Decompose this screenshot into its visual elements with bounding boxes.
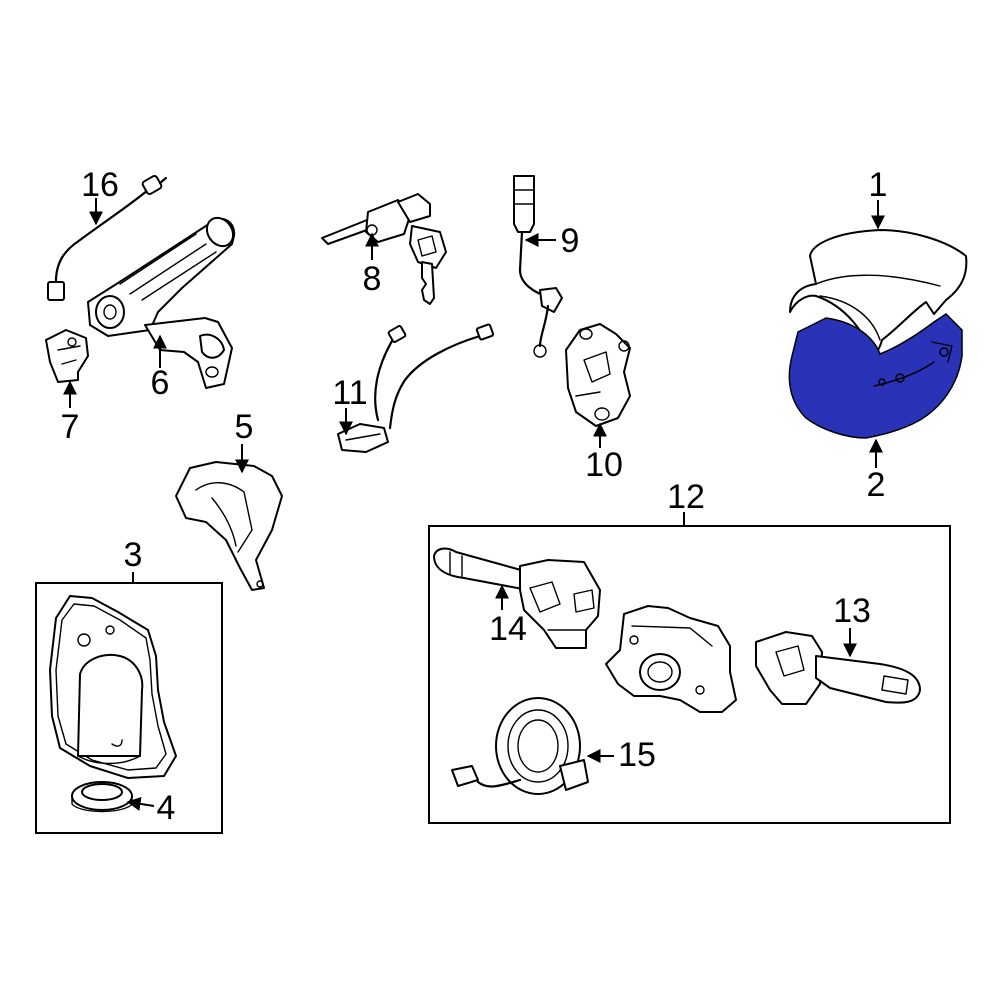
callout-label-16: 16 xyxy=(81,166,119,204)
callout-label-14: 14 xyxy=(489,610,527,648)
wiper-switch-icon xyxy=(755,631,921,705)
callout-label-3: 3 xyxy=(124,536,143,574)
callout-label-8: 8 xyxy=(363,260,382,298)
lock-housing-icon xyxy=(87,216,236,389)
switch-body-icon xyxy=(605,605,737,713)
ignition-switch-icon xyxy=(565,323,631,427)
callout-label-13: 13 xyxy=(833,592,871,630)
callout-label-7: 7 xyxy=(61,408,80,446)
combination-switch-group-frame xyxy=(428,525,951,824)
illumination-wire-icon xyxy=(47,175,168,301)
boot-group-frame xyxy=(35,582,223,834)
switch-clip-icon xyxy=(45,329,89,383)
headlamp-switch-icon xyxy=(433,547,601,649)
callout-label-2: 2 xyxy=(867,466,886,504)
grommet-icon xyxy=(71,781,133,813)
callout-label-9: 9 xyxy=(561,222,580,260)
clock-spring-icon xyxy=(451,697,589,795)
upper-cover-icon xyxy=(789,229,968,357)
callout-label-5: 5 xyxy=(235,408,254,446)
leader-lines xyxy=(63,198,885,811)
callout-label-1: 1 xyxy=(869,166,888,204)
callout-label-4: 4 xyxy=(157,789,176,827)
lock-cylinder-keys-icon xyxy=(321,193,447,305)
shift-lock-cable-icon xyxy=(513,175,563,358)
callout-label-6: 6 xyxy=(151,364,170,402)
boot-assembly-icon xyxy=(49,595,177,779)
callout-label-11: 11 xyxy=(332,374,367,412)
callout-labels: 1 2 3 4 5 6 7 8 9 10 11 12 13 14 15 16 xyxy=(61,166,888,827)
callout-label-10: 10 xyxy=(585,446,623,484)
callout-label-15: 15 xyxy=(618,736,656,774)
callout-label-12: 12 xyxy=(667,478,705,516)
lower-cover-icon xyxy=(788,313,963,439)
column-cover-bracket-icon xyxy=(175,461,283,591)
